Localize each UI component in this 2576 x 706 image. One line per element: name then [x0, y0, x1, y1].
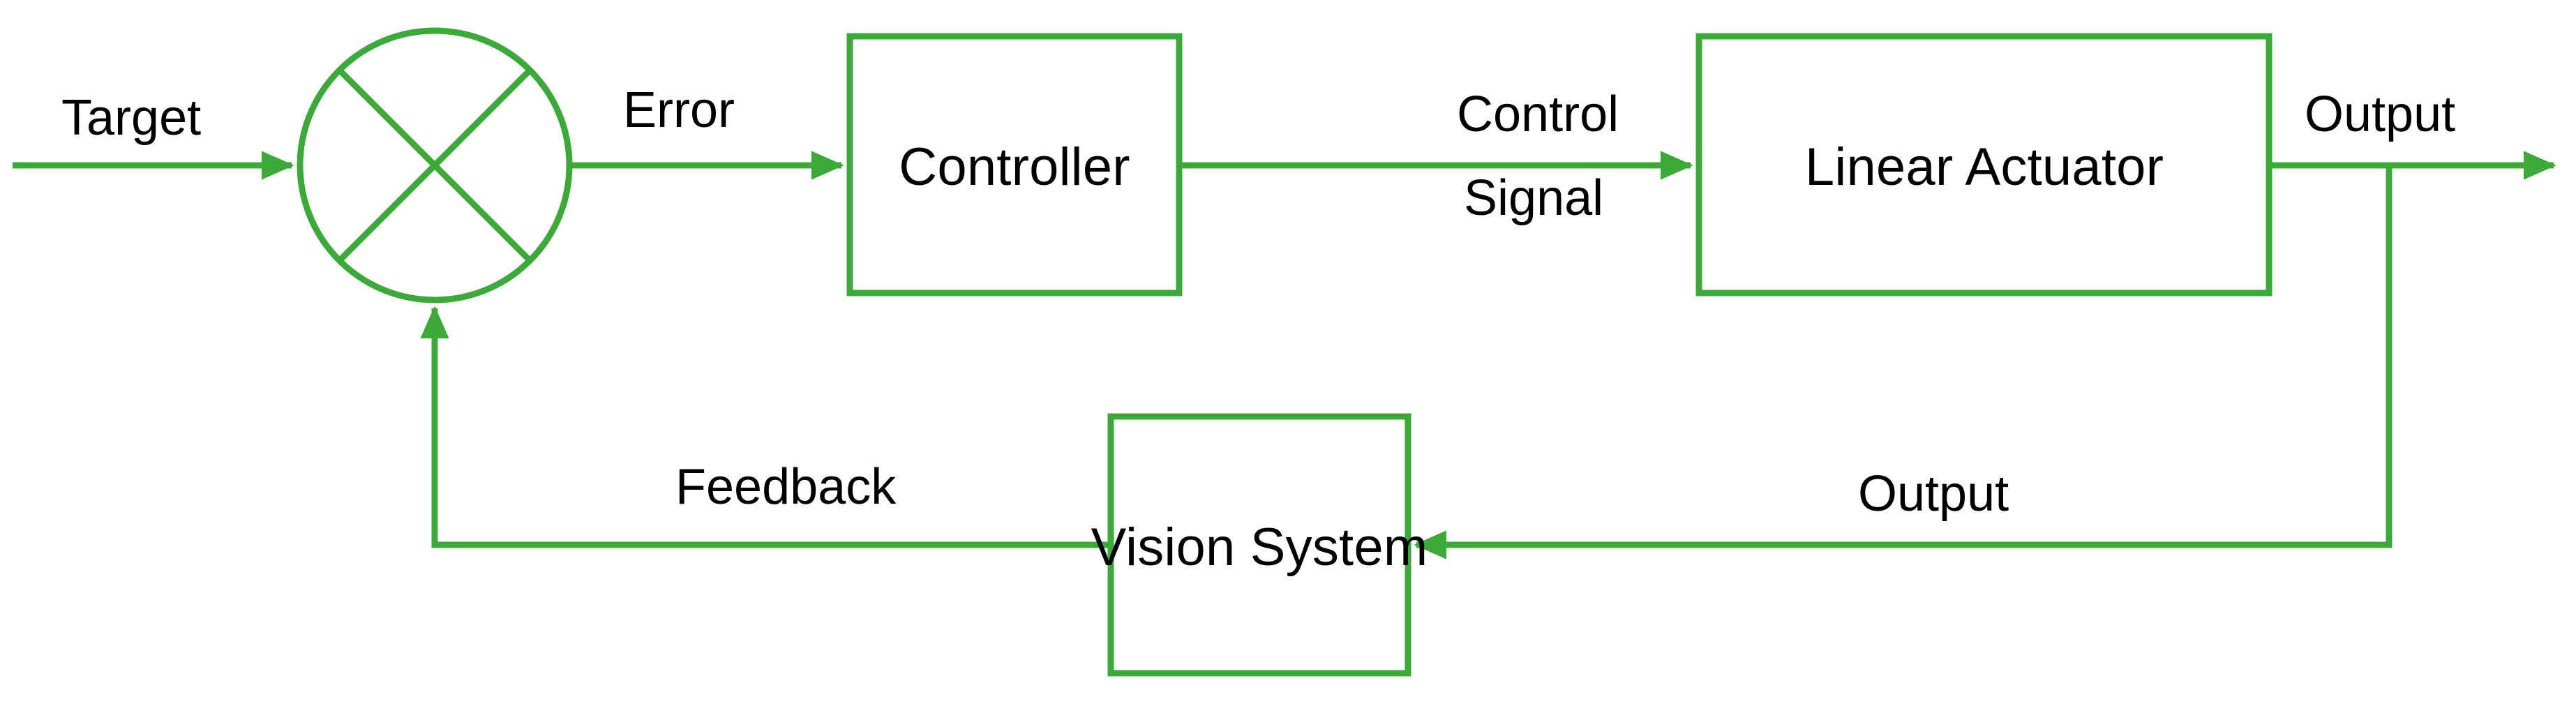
signal-label-target: Target: [61, 90, 202, 146]
controller-block-label: Controller: [899, 137, 1130, 197]
summing-junction-cross-stroke-b: [337, 68, 532, 263]
signal-label-control: Control: [1457, 87, 1619, 142]
signal-label-output-forward: Output: [2305, 87, 2456, 142]
connector-output-to-vision-system: [1414, 165, 2392, 559]
signal-label-output-feedback-tap: Output: [1858, 466, 2009, 522]
signal-label-error: Error: [623, 82, 735, 138]
signal-label-signal: Signal: [1464, 170, 1604, 226]
vision-system-block-label: Vision System: [1091, 518, 1428, 577]
signal-label-feedback: Feedback: [675, 459, 897, 515]
connector-feedback-to-summing-junction: [420, 306, 1111, 548]
summing-junction-circle: [297, 27, 573, 303]
linear-actuator-block-label: Linear Actuator: [1804, 137, 2164, 197]
